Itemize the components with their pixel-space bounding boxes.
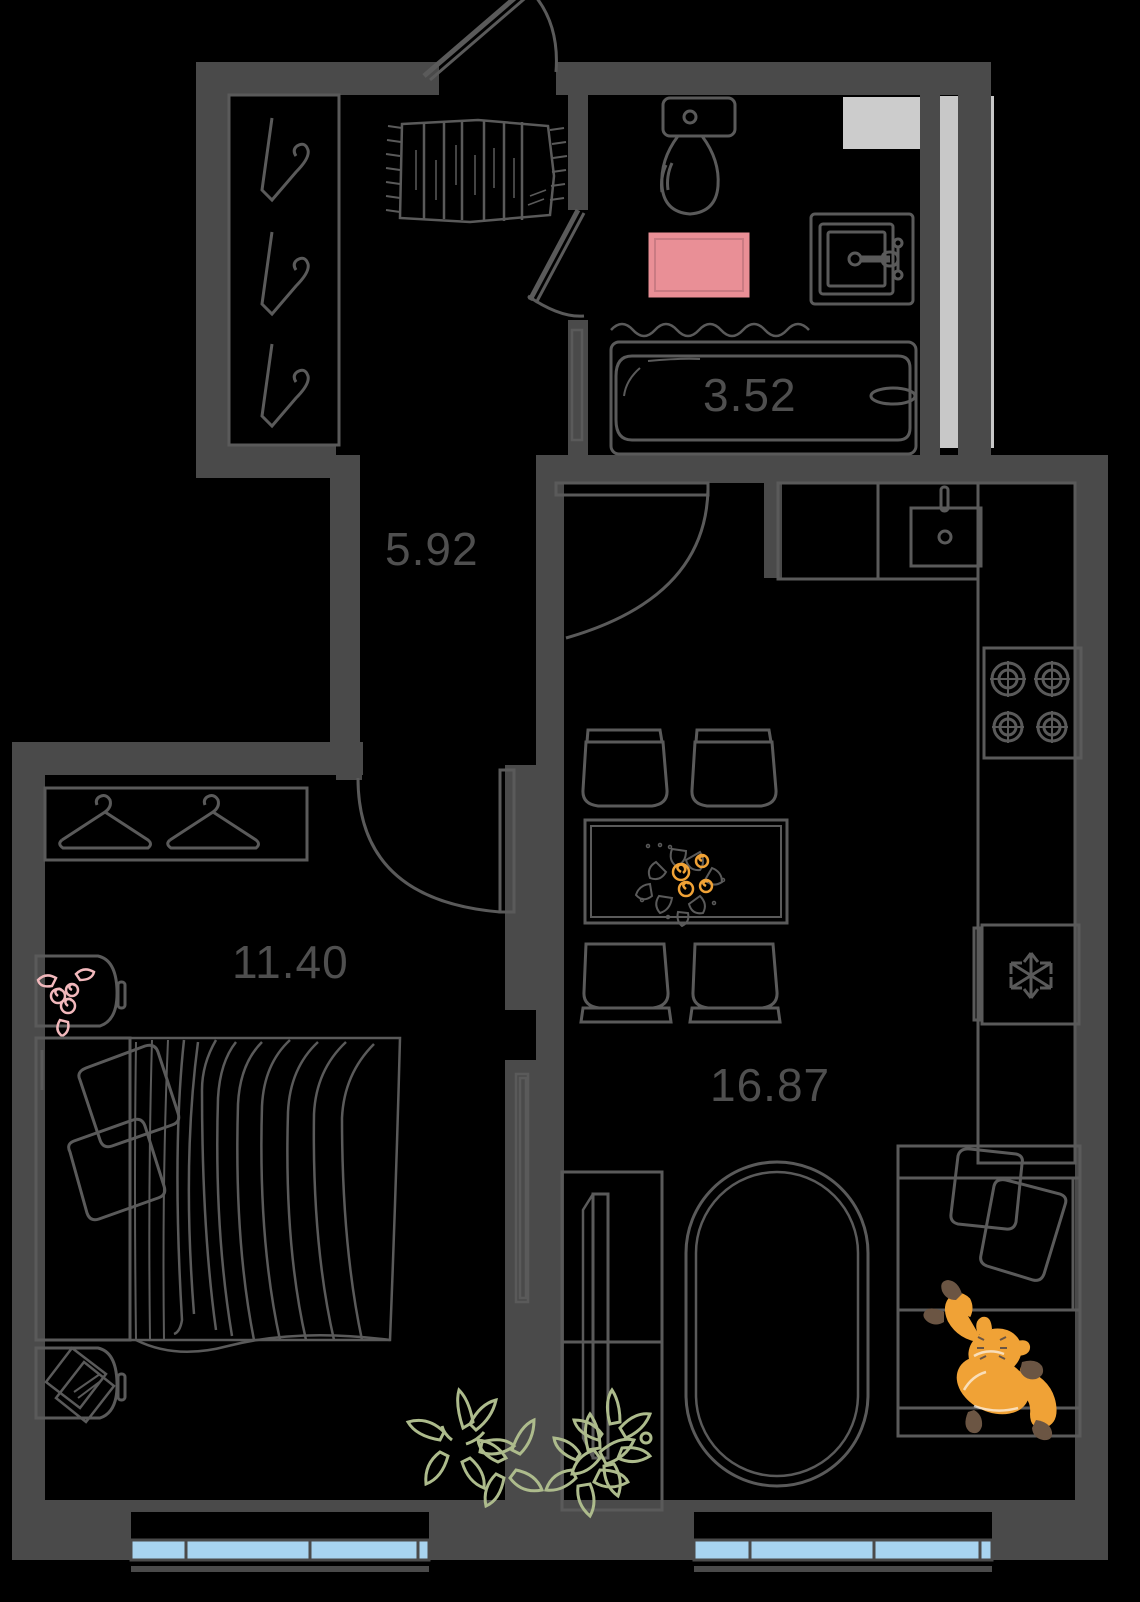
nightstand-books-icon <box>34 1346 127 1424</box>
cat-icon <box>923 1280 1057 1441</box>
dining-chair-icon <box>688 942 782 1024</box>
toilet-icon <box>660 96 737 216</box>
area-label-bathroom: 3.52 <box>703 369 797 421</box>
tv-unit-icon <box>560 1170 664 1512</box>
area-label-living-kitchen: 16.87 <box>710 1059 831 1111</box>
oval-rug-icon <box>684 1160 870 1488</box>
bedroom-door[interactable] <box>356 768 516 914</box>
kitchen-sink-icon <box>909 485 983 568</box>
refrigerator-icon <box>972 923 1081 1026</box>
bathtub-icon <box>609 340 918 456</box>
hall-to-living-door[interactable] <box>554 481 710 640</box>
area-label-hall: 5.92 <box>385 523 479 575</box>
area-label-bedroom: 11.40 <box>232 936 349 988</box>
entry-rug-icon <box>385 118 568 224</box>
flower-bouquet-icon <box>634 842 726 928</box>
wall-detail-lines <box>514 328 584 1304</box>
bath-mat-icon <box>648 232 750 298</box>
wardrobe-hangers-icon <box>43 786 309 862</box>
sink-icon <box>809 212 915 306</box>
bathroom-door[interactable] <box>527 208 586 318</box>
stove-icon <box>982 646 1083 760</box>
window-bedroom <box>129 1508 431 1572</box>
dining-chair-icon <box>690 728 778 808</box>
coat-hooks-icon <box>227 93 341 447</box>
dining-chair-icon <box>579 942 673 1024</box>
dining-chair-icon <box>581 728 669 808</box>
shower-curtain-icon <box>610 322 810 338</box>
entry-door[interactable] <box>422 0 558 82</box>
window-living <box>692 1508 994 1572</box>
plant-icon <box>543 1411 637 1519</box>
kitchen-counter-right <box>976 481 1077 1165</box>
nightstand-flowers-icon <box>34 954 127 1038</box>
double-bed-icon <box>34 1036 402 1354</box>
plant-icon <box>405 1387 545 1509</box>
